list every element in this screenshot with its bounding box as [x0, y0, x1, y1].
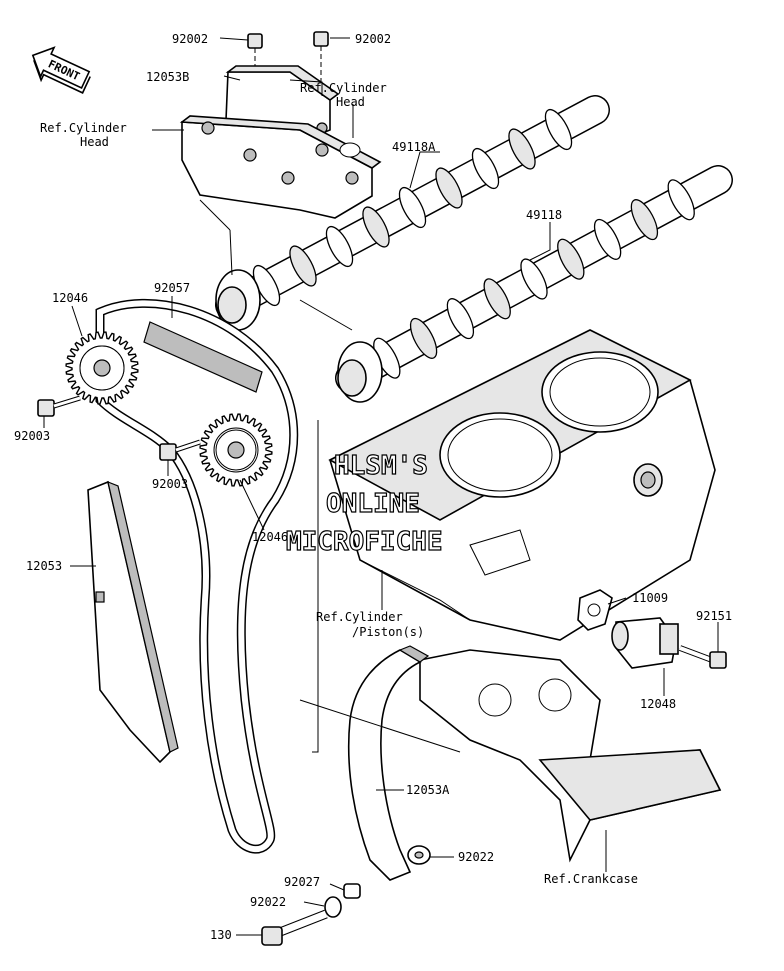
label-92057: 92057: [154, 281, 190, 295]
label-ref-cylinder-head-right-1: Ref.Cylinder: [300, 81, 387, 95]
label-49118: 49118: [526, 208, 562, 222]
label-ref-cylinder-head-right-2: Head: [336, 95, 365, 109]
chain-guide-12053a-icon: [347, 645, 430, 881]
gasket-11009-icon: [577, 589, 613, 631]
bolt-92151-icon: [678, 645, 727, 669]
watermark-line-1: HLSM'S: [334, 451, 428, 481]
sprocket-12046-left-icon: [65, 331, 139, 405]
camshaft-49118a-icon: [215, 95, 610, 331]
label-130: 130: [210, 928, 232, 942]
cam-chain-92057-icon: [95, 298, 299, 854]
label-12053a: 12053A: [406, 783, 450, 797]
label-92002-left: 92002: [172, 32, 208, 46]
label-12046-left: 12046: [52, 291, 88, 305]
label-92151: 92151: [696, 609, 732, 623]
cylinder-block-icon: [328, 329, 716, 641]
label-ref-cylinder-head-left-2: Head: [80, 135, 109, 149]
label-ref-cylinder-head-left-1: Ref.Cylinder: [40, 121, 127, 135]
crankcase-icon: [419, 649, 722, 863]
label-49118a: 49118A: [392, 140, 436, 154]
label-11009: 11009: [632, 591, 668, 605]
leader-lines: [43, 37, 719, 936]
part-labels: 92002 92002 12053B Ref.Cylinder Head Ref…: [14, 32, 732, 942]
label-92022-right: 92022: [458, 850, 494, 864]
camshaft-49118-icon: [335, 165, 733, 403]
front-arrow-icon: FRONT: [31, 46, 91, 94]
sprocket-12046-right-icon: [199, 413, 273, 487]
collar-92027-icon: [343, 883, 361, 899]
label-92027: 92027: [284, 875, 320, 889]
chain-tensioner-12048-icon: [611, 617, 679, 669]
label-12048: 12048: [640, 697, 676, 711]
watermark-line-2: ONLINE: [326, 489, 420, 519]
label-92022-left: 92022: [250, 895, 286, 909]
label-12046-right: 12046: [252, 530, 288, 544]
watermark-line-3: MICROFICHE: [286, 527, 443, 557]
label-ref-cylinder-piston-1: Ref.Cylinder: [316, 610, 403, 624]
label-92002-right: 92002: [355, 32, 391, 46]
label-92003-right: 92003: [152, 477, 188, 491]
label-ref-cylinder-piston-2: /Piston(s): [352, 625, 424, 639]
chain-guide-12053-icon: [87, 480, 179, 764]
bolt-92003-left-icon: [37, 395, 81, 417]
bolt-130-icon: [261, 909, 328, 946]
washer-92022-right-icon: [407, 845, 431, 865]
washer-92022-left-icon: [324, 896, 342, 918]
label-12053: 12053: [26, 559, 62, 573]
camshaft-holder-icon: [179, 115, 382, 219]
label-ref-crankcase: Ref.Crankcase: [544, 872, 638, 886]
label-92003-left: 92003: [14, 429, 50, 443]
watermark: HLSM'S ONLINE MICROFICHE: [285, 450, 443, 557]
label-12053b: 12053B: [146, 70, 189, 84]
